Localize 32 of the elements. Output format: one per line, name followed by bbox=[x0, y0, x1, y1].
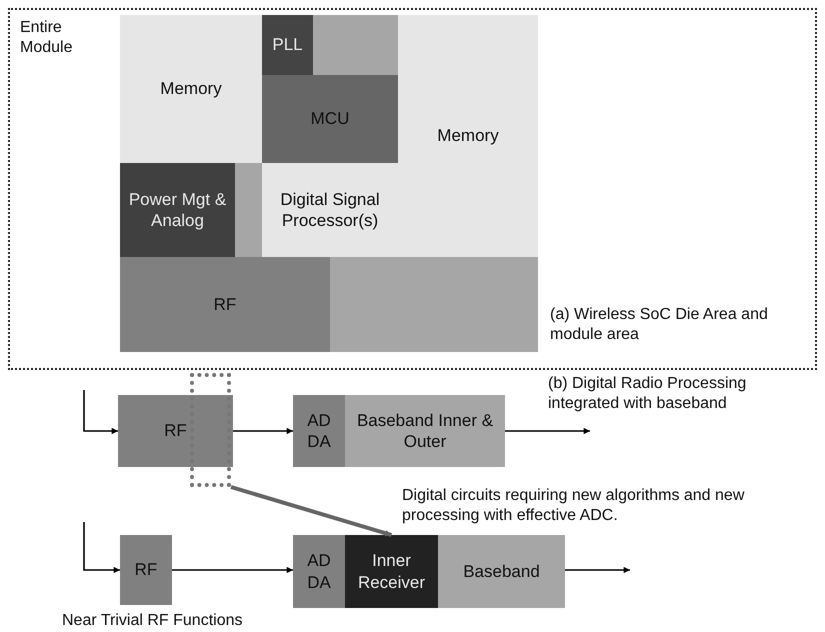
die-region: PLL bbox=[262, 15, 313, 75]
die-region: Memory bbox=[398, 15, 538, 257]
die-region bbox=[330, 257, 538, 352]
die-region bbox=[313, 15, 398, 75]
die-region: Digital Signal Processor(s) bbox=[262, 163, 398, 257]
process-block: Inner Receiver bbox=[345, 535, 438, 608]
process-block: RF bbox=[118, 395, 233, 467]
highlight-box bbox=[190, 373, 231, 487]
block-caption: Near Trivial RF Functions bbox=[62, 611, 242, 631]
arrow bbox=[172, 566, 293, 574]
arrow bbox=[565, 566, 630, 574]
die-region bbox=[235, 163, 262, 257]
process-block: Baseband Inner & Outer bbox=[345, 395, 505, 467]
panel-caption: (a) Wireless SoC Die Area and module area bbox=[550, 305, 769, 345]
process-block: AD DA bbox=[293, 395, 345, 467]
process-block: Baseband bbox=[438, 535, 565, 608]
die-region: Memory bbox=[120, 15, 262, 163]
panel-caption: (b) Digital Radio Processing integrated with baseband bbox=[548, 374, 748, 414]
node-label: Digital Signal Processor(s) bbox=[280, 190, 380, 230]
module-label: Entire Module bbox=[20, 18, 74, 58]
die-region: RF bbox=[120, 257, 330, 352]
arrow bbox=[233, 428, 293, 434]
module-outline bbox=[8, 8, 817, 370]
die-region: Power Mgt & Analog bbox=[120, 163, 235, 257]
arrow bbox=[83, 522, 120, 574]
process-block: RF bbox=[120, 535, 172, 605]
arrow bbox=[505, 428, 590, 434]
arrow bbox=[83, 390, 118, 434]
die-region: MCU bbox=[262, 75, 398, 163]
process-block: AD DA bbox=[293, 535, 345, 608]
note-text: Digital circuits requiring new algorithms and new processing with effective ADC. bbox=[402, 486, 746, 526]
leader-arrow bbox=[230, 485, 392, 537]
